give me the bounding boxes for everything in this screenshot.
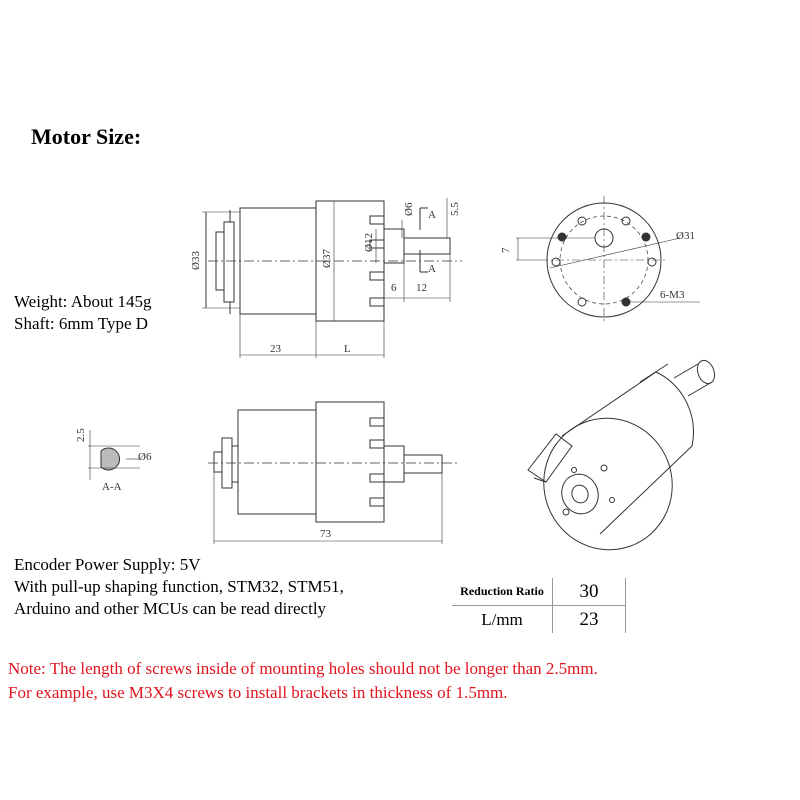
dim-12: 12	[416, 282, 427, 294]
table-row: L/mm 23	[452, 605, 626, 633]
dim-5-5: 5.5	[449, 202, 461, 216]
dim-d33: Ø33	[190, 251, 202, 270]
note-line1: Note: The length of screws inside of mou…	[8, 659, 598, 678]
dim-6-m3: 6-M3	[660, 289, 685, 301]
dim-d12: Ø12	[363, 233, 375, 252]
reduction-ratio-table: Reduction Ratio 30 L/mm 23	[452, 578, 626, 633]
pullup-spec-line2: Arduino and other MCUs can be read direc…	[14, 599, 327, 618]
encoder-power-spec: Encoder Power Supply: 5V	[14, 555, 201, 574]
motor-3d-view	[527, 359, 716, 551]
shaft-spec: Shaft: 6mm Type D	[14, 314, 149, 333]
dim-7: 7	[500, 247, 512, 253]
motor-side-view-top	[202, 198, 462, 358]
dim-2-5: 2.5	[75, 428, 87, 442]
motor-side-view-bottom	[208, 401, 460, 544]
pullup-spec-line1: With pull-up shaping function, STM32, ST…	[14, 577, 344, 596]
weight-spec: Weight: About 145g	[14, 292, 152, 311]
note-line2: For example, use M3X4 screws to install …	[8, 683, 508, 702]
table-cell-value: 30	[552, 578, 626, 606]
page-title: Motor Size:	[31, 124, 142, 149]
dim-d6-top: Ø6	[403, 202, 415, 216]
table-row: Reduction Ratio 30	[452, 578, 626, 606]
dim-L: L	[344, 343, 351, 355]
dim-d31: Ø31	[676, 230, 695, 242]
section-label-aa: A-A	[102, 481, 122, 493]
table-cell-label: L/mm	[452, 605, 553, 633]
section-mark-a-bottom: A	[428, 263, 436, 275]
dim-23: 23	[270, 343, 282, 355]
dim-d6-section: Ø6	[138, 451, 152, 463]
table-cell-label: Reduction Ratio	[452, 578, 553, 606]
dim-73: 73	[320, 528, 332, 540]
table-cell-value: 23	[552, 605, 626, 633]
section-mark-a-top: A	[428, 209, 436, 221]
dim-6: 6	[391, 282, 397, 294]
dim-d37: Ø37	[321, 249, 333, 268]
motor-end-view	[516, 196, 700, 322]
shaft-section-aa	[88, 430, 140, 480]
